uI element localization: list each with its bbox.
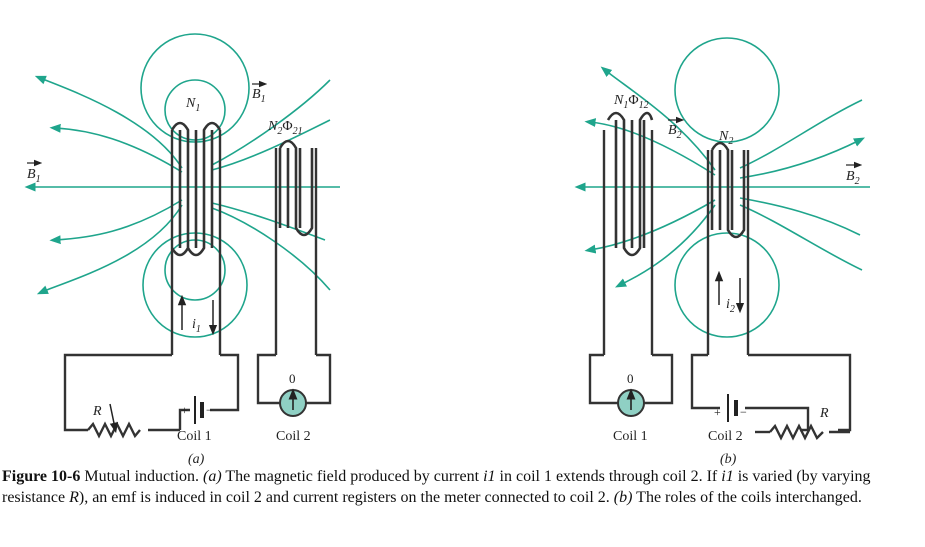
svg-text:N2Φ21: N2Φ21	[267, 119, 303, 137]
field-line-ll1	[49, 199, 183, 245]
upper-field-loop	[140, 33, 250, 143]
svg-text:0: 0	[289, 371, 296, 386]
lower-field-loop-b	[674, 232, 780, 338]
svg-text:N1Φ12: N1Φ12	[613, 93, 649, 111]
circuit-2-wire	[256, 353, 280, 405]
coil-2-b	[706, 141, 750, 355]
coil-2-label-a: Coil 2	[276, 429, 311, 444]
field-line-ur1	[211, 119, 331, 171]
svg-text:+: +	[181, 403, 188, 417]
svg-text:B2: B2	[668, 123, 682, 141]
svg-text:−: −	[740, 405, 747, 419]
svg-text:B2: B2	[846, 169, 860, 187]
coil-2-label-b: Coil 2	[708, 429, 743, 444]
panel-a: N1 B1 N2Φ21 B1 i1 R + − 0 Coil 1 Coil 2 …	[24, 33, 340, 467]
field-line-ul2	[49, 123, 183, 173]
coil-2-a	[274, 139, 318, 355]
coil-1-label-b: Coil 1	[613, 429, 648, 444]
circuit-2-wire-b	[690, 353, 720, 410]
svg-text:N2: N2	[718, 129, 733, 147]
panel-a-field-lines	[24, 33, 340, 338]
coil-1-b	[602, 111, 654, 355]
coil-1-label-a: Coil 1	[177, 429, 212, 444]
panel-b-field-lines	[574, 37, 870, 338]
panel-a-label: (a)	[188, 452, 205, 467]
circuit-1-wire-b	[588, 353, 618, 405]
field-line-ll2	[36, 204, 183, 295]
figure-number: Figure 10-6	[2, 468, 81, 485]
svg-text:N1: N1	[185, 96, 200, 114]
figure-caption: Figure 10-6 Mutual induction. (a) The ma…	[2, 468, 871, 506]
coil-1-a	[170, 121, 222, 355]
svg-text:R: R	[819, 406, 829, 421]
resistor-b	[769, 423, 824, 441]
svg-text:B1: B1	[27, 167, 41, 185]
svg-text:B1: B1	[252, 87, 266, 105]
svg-text:R: R	[92, 404, 102, 419]
field-line-ul1	[34, 75, 183, 169]
field-line-lr2	[211, 207, 331, 291]
panel-b: N1Φ12 B2 N2 B2 i2 R + − 0 Coil 1 Coil 2 …	[574, 37, 870, 467]
battery-a	[194, 396, 204, 424]
svg-text:+: +	[714, 405, 721, 419]
field-line-ur2	[211, 79, 331, 166]
circuit-1-wire	[63, 353, 172, 432]
svg-text:i2: i2	[726, 297, 735, 315]
upper-field-loop-b	[674, 37, 780, 143]
field-line-lr1	[211, 202, 326, 241]
field-line-b1	[600, 66, 716, 171]
svg-text:−: −	[206, 403, 213, 417]
svg-text:i1: i1	[192, 317, 201, 335]
svg-text:0: 0	[627, 371, 634, 386]
panel-b-label: (b)	[720, 452, 737, 467]
battery-b	[727, 394, 738, 422]
mutual-induction-figure: N1 B1 N2Φ21 B1 i1 R + − 0 Coil 1 Coil 2 …	[24, 33, 870, 467]
